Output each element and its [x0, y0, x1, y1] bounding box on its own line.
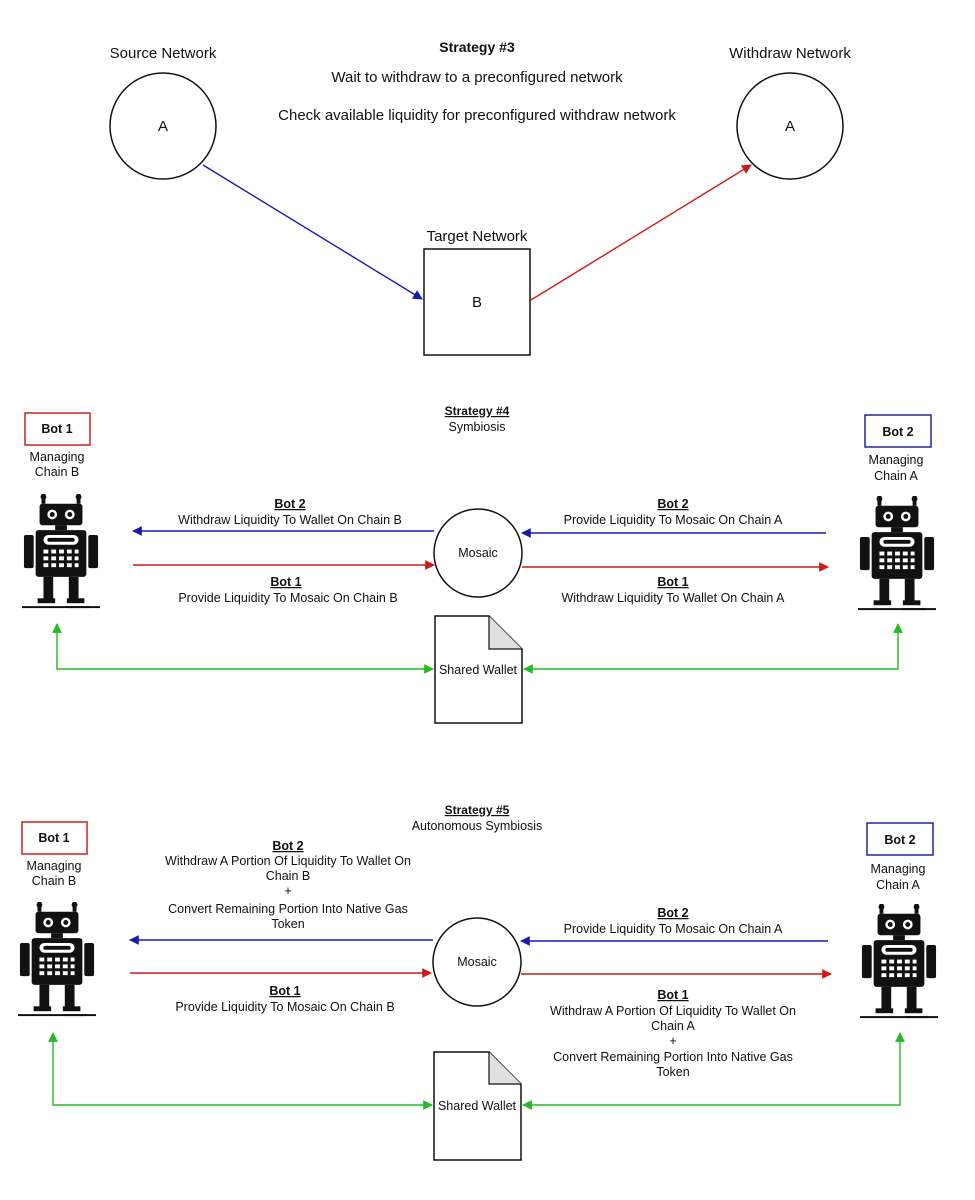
bot1-chain: Chain B: [32, 874, 76, 888]
strategy-3: Strategy #3 Wait to withdraw to a precon…: [109, 39, 851, 356]
bot1-chain: Chain B: [35, 465, 79, 479]
right-bottom-plus: +: [669, 1034, 676, 1048]
bot1-box: [24, 412, 91, 446]
target-network-node: [423, 248, 531, 356]
right-bottom-line3: Convert Remaining Portion Into Native Ga…: [553, 1050, 793, 1064]
left-top-plus: +: [284, 884, 291, 898]
withdraw-network-node-label: A: [785, 118, 795, 135]
bot2-chain: Chain A: [876, 878, 920, 892]
target-network-node-label: B: [472, 294, 482, 311]
bot2-wallet-connector: [523, 623, 903, 674]
bot1-wallet-connector: [52, 623, 434, 674]
mosaic-label: Mosaic: [457, 955, 497, 969]
source-network-node: [109, 72, 217, 180]
left-top-line4: Token: [271, 917, 304, 931]
right-bottom-bot: Bot 1: [657, 988, 688, 1002]
right-top-text: Provide Liquidity To Mosaic On Chain A: [564, 513, 783, 527]
right-bottom-line1: Withdraw A Portion Of Liquidity To Walle…: [550, 1004, 796, 1018]
strategy-3-line1: Wait to withdraw to a preconfigured netw…: [331, 69, 623, 86]
bot2-name: Bot 2: [882, 425, 913, 439]
bot1-robot-icon: [22, 494, 100, 609]
bot1-robot-icon: [18, 902, 96, 1017]
bot1-box: [21, 821, 88, 855]
bot2-robot-icon: [858, 496, 936, 611]
bot2-robot-icon: [860, 904, 938, 1019]
right-top-text: Provide Liquidity To Mosaic On Chain A: [564, 922, 783, 936]
source-network-label: Source Network: [110, 45, 217, 62]
left-bottom-bot: Bot 1: [269, 984, 300, 998]
mosaic-node: [433, 508, 523, 598]
strategy-4-title: Strategy #4: [445, 404, 510, 418]
right-bottom-line2: Chain A: [651, 1019, 695, 1033]
left-top-bot: Bot 2: [272, 839, 303, 853]
left-top-line1: Withdraw A Portion Of Liquidity To Walle…: [165, 854, 411, 868]
bot1-wallet-connector: [48, 1032, 433, 1110]
left-bottom-bot: Bot 1: [270, 575, 301, 589]
target-network-label: Target Network: [427, 228, 528, 245]
left-bottom-text: Provide Liquidity To Mosaic On Chain B: [178, 591, 397, 605]
left-top-bot: Bot 2: [274, 497, 305, 511]
bot1-managing: Managing: [30, 450, 85, 464]
right-top-bot: Bot 2: [657, 497, 688, 511]
withdraw-network-label: Withdraw Network: [729, 45, 851, 62]
strategy-4: Strategy #4 Symbiosis Bot 1 Managing Cha…: [22, 404, 936, 724]
bot2-wallet-connector: [522, 1032, 905, 1110]
mosaic-node: [432, 917, 522, 1007]
strategy-5-title: Strategy #5: [445, 803, 510, 817]
source-network-node-label: A: [158, 118, 168, 135]
shared-wallet-label: Shared Wallet: [439, 663, 518, 677]
withdraw-network-node: [736, 72, 844, 180]
bot2-managing: Managing: [869, 453, 924, 467]
bot1-name: Bot 1: [38, 831, 69, 845]
strategy-3-line2: Check available liquidity for preconfigu…: [278, 107, 676, 124]
strategy-5: Strategy #5 Autonomous Symbiosis Bot 1 M…: [18, 803, 938, 1161]
right-top-bot: Bot 2: [657, 906, 688, 920]
strategy-4-subtitle: Symbiosis: [449, 420, 506, 434]
mosaic-label: Mosaic: [458, 546, 498, 560]
bot2-chain: Chain A: [874, 469, 918, 483]
target-to-withdraw-arrow: [530, 164, 752, 301]
left-top-line2: Chain B: [266, 869, 310, 883]
right-bottom-text: Withdraw Liquidity To Wallet On Chain A: [561, 591, 785, 605]
shared-wallet-label: Shared Wallet: [438, 1099, 517, 1113]
shared-wallet-fold: [488, 1052, 521, 1085]
shared-wallet-fold: [488, 616, 522, 650]
right-bottom-line4: Token: [656, 1065, 689, 1079]
left-bottom-text: Provide Liquidity To Mosaic On Chain B: [175, 1000, 394, 1014]
source-to-target-arrow: [202, 164, 423, 300]
right-bottom-bot: Bot 1: [657, 575, 688, 589]
bot2-box: [866, 822, 934, 856]
strategy-5-subtitle: Autonomous Symbiosis: [412, 819, 543, 833]
left-top-line3: Convert Remaining Portion Into Native Ga…: [168, 902, 408, 916]
left-top-text: Withdraw Liquidity To Wallet On Chain B: [178, 513, 402, 527]
bot2-box: [864, 414, 932, 448]
strategy-3-title: Strategy #3: [439, 39, 515, 55]
bot1-managing: Managing: [27, 859, 82, 873]
bot1-name: Bot 1: [41, 422, 72, 436]
bot2-name: Bot 2: [884, 833, 915, 847]
bot2-managing: Managing: [871, 862, 926, 876]
